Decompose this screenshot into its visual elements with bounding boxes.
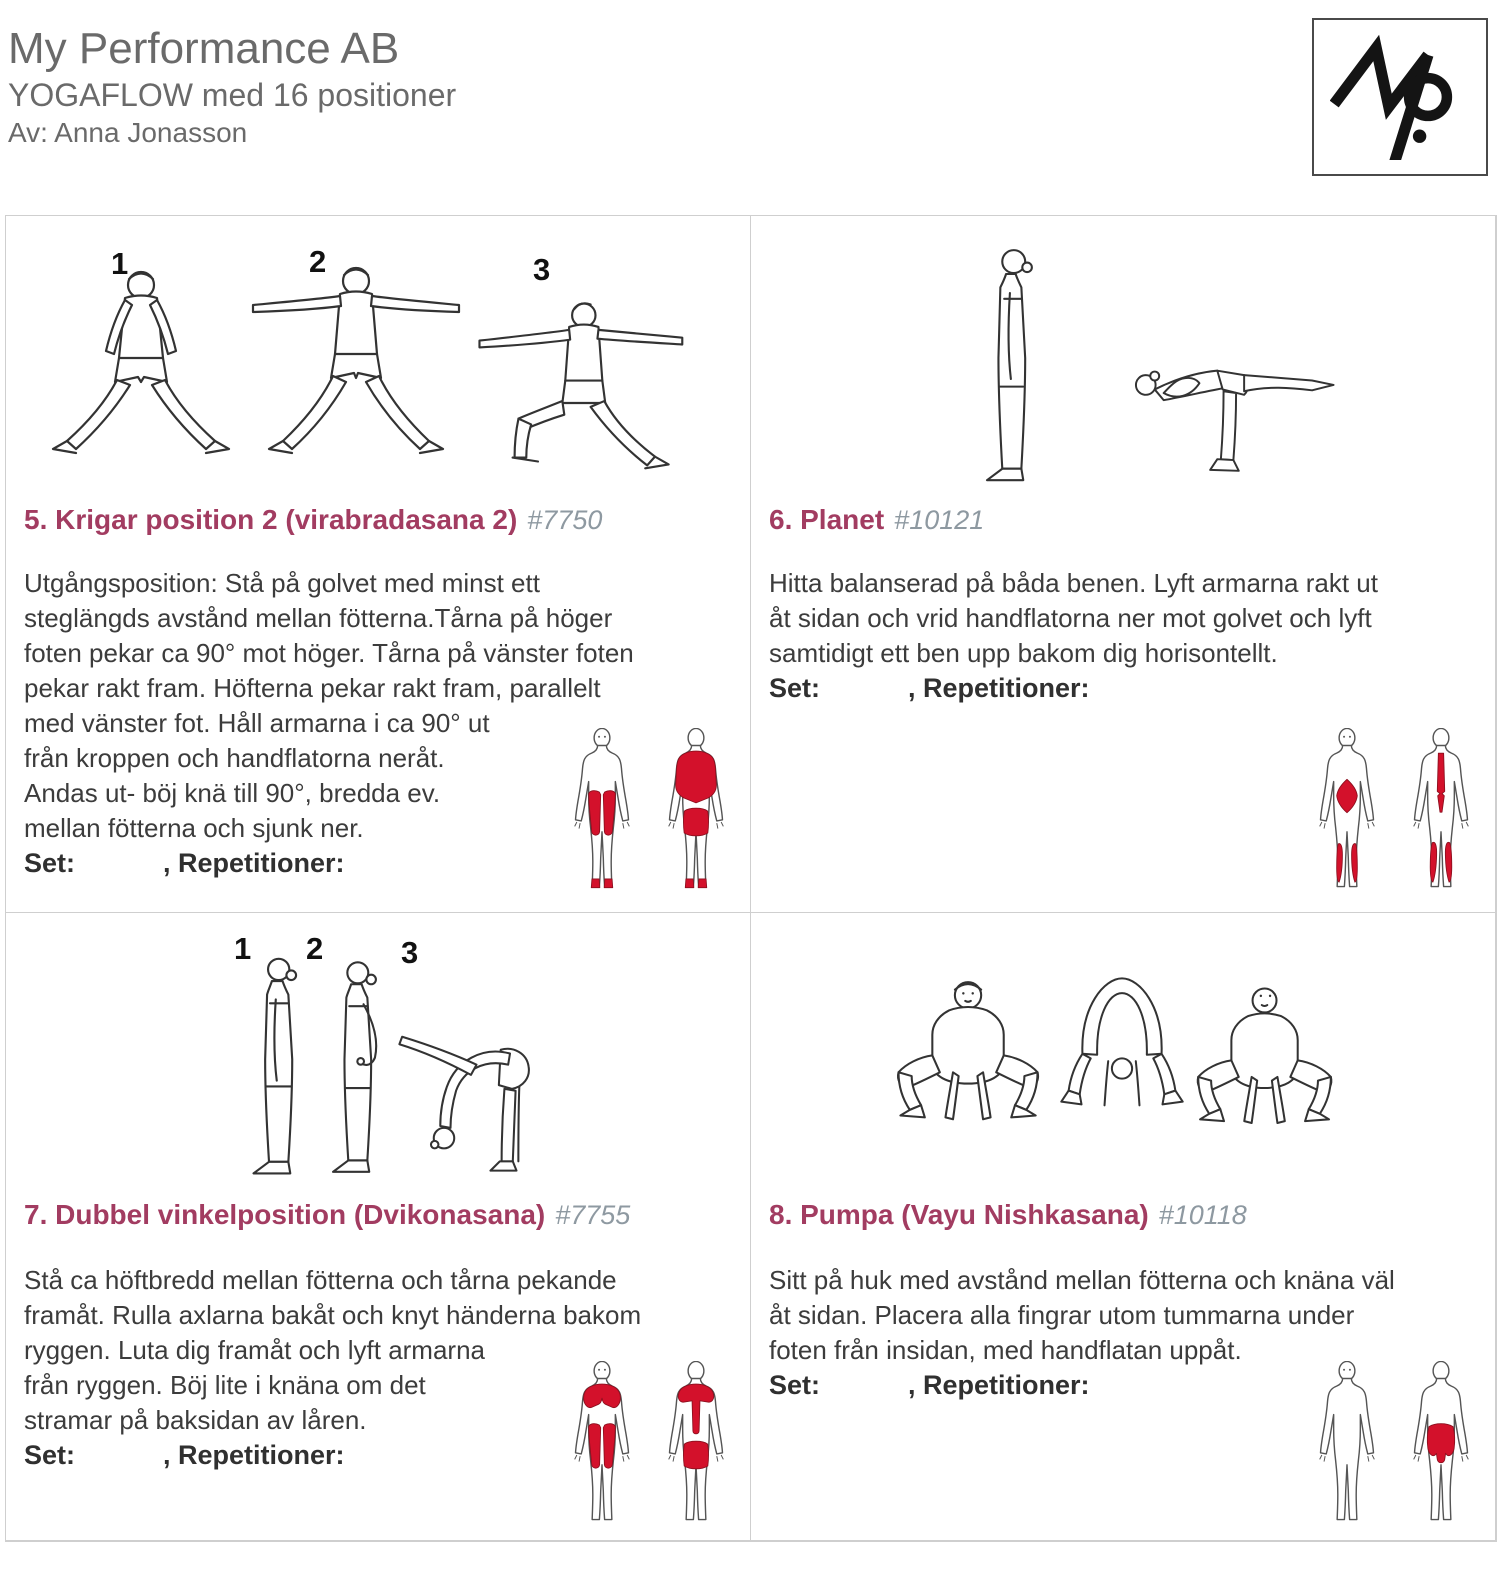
my-performance-logo-icon: [1330, 34, 1453, 160]
exercise-card-6: 6. Planet #10121 Hitta balanserad på båda…: [751, 216, 1495, 912]
exercise-description: Stå ca höftbredd mellan fötterna och tår…: [24, 1265, 642, 1435]
exercise-grid: 1 2 3: [5, 215, 1497, 1542]
set-rep-line: Set:, Repetitioner:: [24, 848, 345, 878]
pose-illustration-balance: [1134, 369, 1335, 472]
figure-number: 3: [533, 252, 551, 287]
exercise-id: #7750: [527, 505, 603, 535]
muscle-diagrams: [1307, 1361, 1481, 1525]
pose-illustration-squat-front: [897, 981, 1040, 1121]
muscle-map-front-icon: [562, 1361, 642, 1525]
brand-logo: [1312, 18, 1488, 176]
exercise-id: #7755: [555, 1200, 631, 1230]
muscle-map-back-icon: [1401, 1361, 1481, 1525]
exercise-card-8: 8. Pumpa (Vayu Nishkasana) #10118 Sitt på…: [751, 913, 1495, 1540]
figure-number: 2: [306, 931, 324, 966]
exercise-card-7: 1 2 3: [6, 913, 750, 1540]
pose-illustration-stand-profile: [252, 957, 298, 1175]
pose-illustration-forward-fold: [398, 1035, 530, 1172]
set-rep-line: Set:, Repetitioner:: [24, 1440, 345, 1470]
pose-illustration-squat-fold: [1060, 977, 1184, 1107]
exercise-description: Utgångsposition: Stå på golvet med minst…: [24, 568, 634, 843]
exercise-title: 6. Planet: [769, 504, 885, 535]
muscle-map-front-icon: [1307, 1361, 1387, 1525]
muscle-map-back-icon: [656, 1361, 736, 1525]
pose-illustration-squat-lookup: [1196, 987, 1333, 1125]
set-rep-line: Set:, Repetitioner:: [769, 673, 1090, 703]
exercise-title: 5. Krigar position 2 (virabradasana 2): [24, 504, 518, 535]
pose-illustration-hands-behind: [332, 961, 378, 1173]
muscle-map-back-icon: [656, 728, 736, 889]
figure-number: 1: [234, 931, 252, 966]
exercise-title: 7. Dubbel vinkelposition (Dvikonasana): [24, 1199, 546, 1230]
exercise-id: #10121: [894, 505, 985, 535]
program-title: YOGAFLOW med 16 positioner: [8, 76, 457, 113]
pose-illustration-warrior2: [478, 302, 684, 470]
figure-number: 3: [401, 935, 419, 970]
pose-illustration-standing-profile: [985, 249, 1033, 482]
exercise-description: Hitta balanserad på båda benen. Lyft arm…: [769, 568, 1378, 668]
muscle-map-front-icon: [562, 728, 642, 889]
figure-number: 1: [111, 246, 129, 281]
company-name: My Performance AB: [8, 24, 400, 73]
muscle-diagrams: [562, 728, 736, 892]
muscle-map-front-icon: [1307, 728, 1387, 892]
exercise-title: 8. Pumpa (Vayu Nishkasana): [769, 1199, 1149, 1230]
figure-number: 2: [309, 244, 327, 279]
muscle-diagrams: [562, 1361, 736, 1525]
document-header: My Performance AB YOGAFLOW med 16 positi…: [8, 24, 456, 151]
author-line: Av: Anna Jonasson: [8, 116, 248, 148]
pose-illustration-arms-out: [251, 266, 461, 455]
pose-illustration-stand-wide: [51, 270, 231, 455]
exercise-id: #10118: [1158, 1200, 1247, 1230]
muscle-diagrams: [1307, 728, 1481, 892]
set-rep-line: Set:, Repetitioner:: [769, 1370, 1090, 1400]
exercise-card-5: 1 2 3: [6, 216, 750, 912]
exercise-description: Sitt på huk med avstånd mellan fötterna …: [769, 1265, 1395, 1365]
muscle-map-back-icon: [1401, 728, 1481, 892]
